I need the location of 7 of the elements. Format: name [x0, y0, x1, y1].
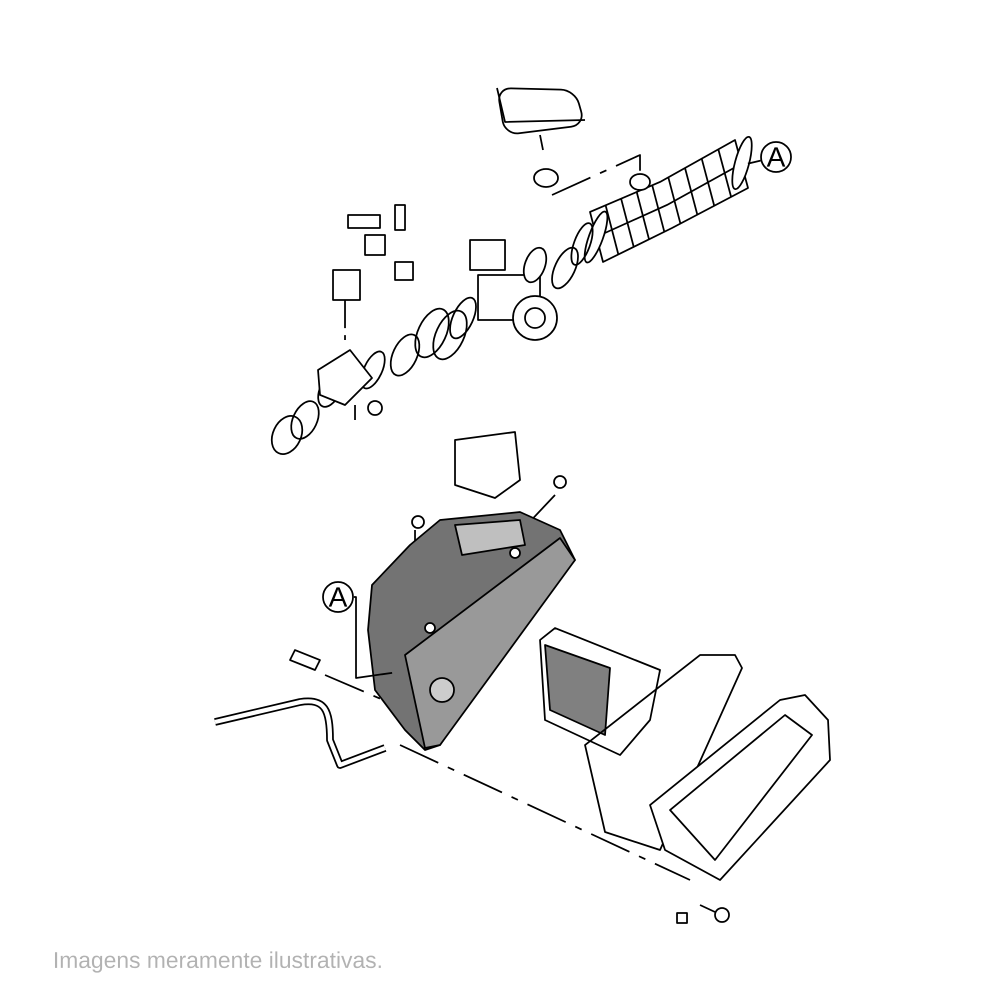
caption: Imagens meramente ilustrativas.	[54, 951, 381, 973]
leader-line	[354, 596, 392, 679]
air-filter-box-drawing	[367, 511, 576, 751]
callout-letter: A	[760, 141, 792, 173]
leader-line	[748, 160, 761, 164]
callout-letter: A	[322, 581, 354, 613]
intake-duct-drawing	[570, 136, 753, 266]
